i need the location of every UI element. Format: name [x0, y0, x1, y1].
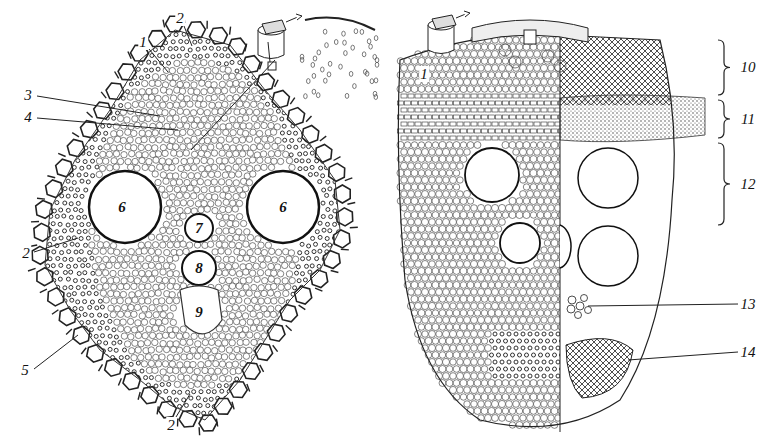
callout-number: 2	[175, 10, 185, 26]
callout-number: 11	[740, 111, 756, 127]
callout-number: 6	[278, 199, 288, 215]
callout-number: 3	[23, 87, 33, 103]
callout-number: 1	[419, 66, 429, 82]
callout-number: 2	[21, 245, 31, 261]
callout-number: 12	[740, 176, 757, 192]
callout-number: 1	[138, 34, 148, 50]
callout-number: 4	[23, 109, 33, 125]
callout-number: 14	[740, 344, 757, 360]
callout-number: 5	[20, 362, 30, 378]
callout-number: 2	[166, 417, 176, 433]
callout-number: 6	[117, 199, 127, 215]
callout-number: 13	[740, 296, 757, 312]
callout-number: 10	[740, 59, 757, 75]
callout-number: 9	[194, 304, 204, 320]
callout-number: 8	[194, 260, 204, 276]
callout-number: 7	[194, 220, 204, 236]
